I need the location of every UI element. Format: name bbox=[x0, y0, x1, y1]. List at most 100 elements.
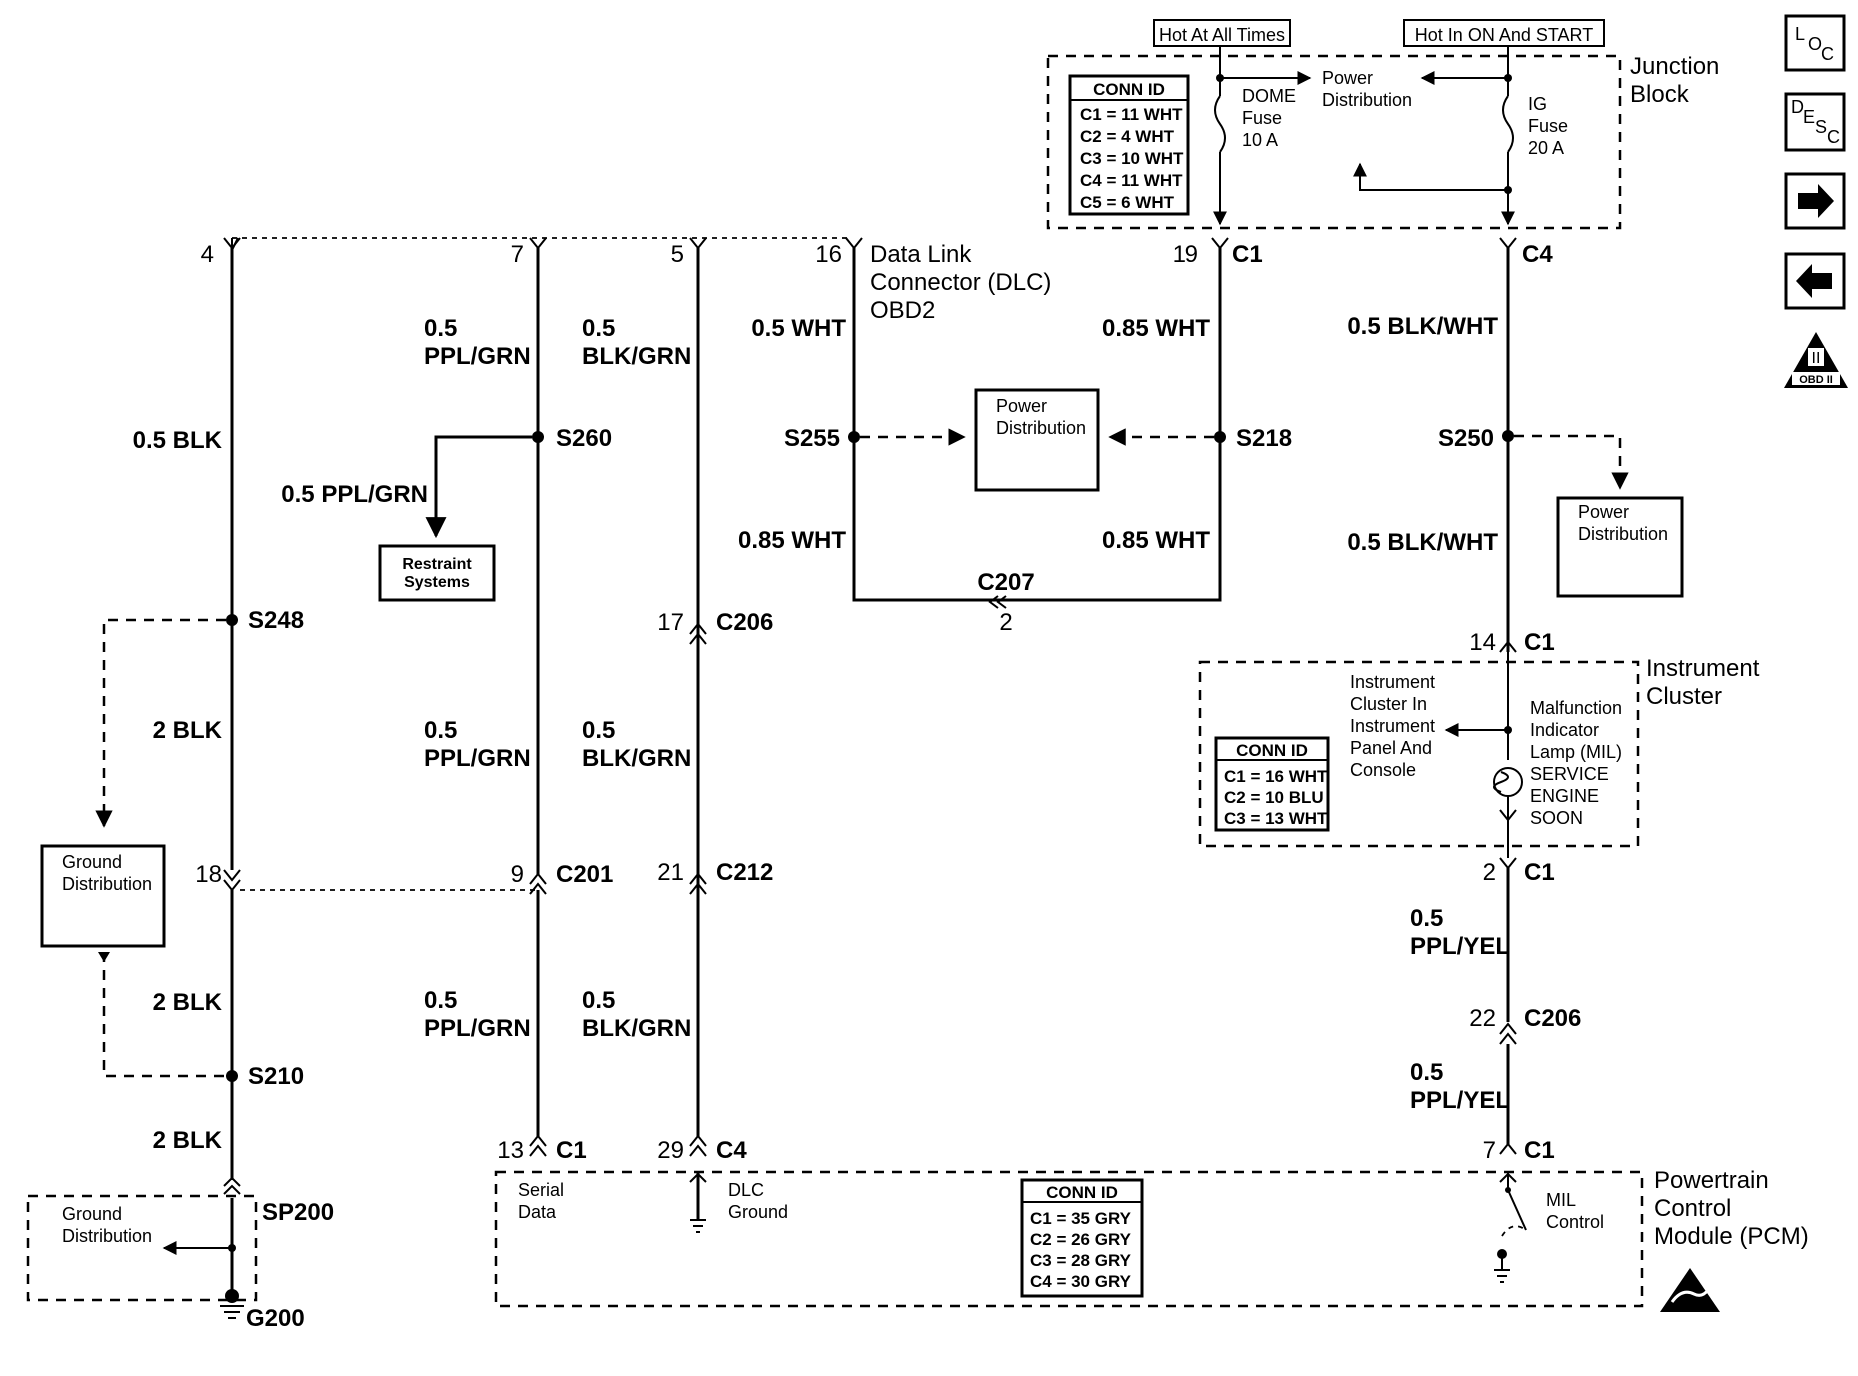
svg-text:Hot At All Times: Hot At All Times bbox=[1159, 25, 1285, 45]
svg-text:SERVICE: SERVICE bbox=[1530, 764, 1609, 784]
svg-text:S248: S248 bbox=[248, 607, 304, 634]
svg-text:Malfunction: Malfunction bbox=[1530, 698, 1622, 718]
svg-text:Systems: Systems bbox=[404, 574, 470, 591]
svg-text:Ground: Ground bbox=[62, 852, 122, 872]
svg-text:1: 1 bbox=[1173, 241, 1186, 268]
obd-ii-icon[interactable]: II OBD II bbox=[1784, 332, 1848, 388]
svg-text:Data Link: Data Link bbox=[870, 241, 972, 268]
svg-text:0.5 BLK: 0.5 BLK bbox=[133, 427, 223, 454]
ground-distribution-box: Ground Distribution bbox=[40, 844, 166, 948]
svg-text:Panel And: Panel And bbox=[1350, 738, 1432, 758]
svg-text:2: 2 bbox=[999, 609, 1012, 636]
svg-text:C1: C1 bbox=[1232, 241, 1263, 268]
desc-icon[interactable]: D E S C bbox=[1784, 92, 1846, 152]
svg-text:0.85 WHT: 0.85 WHT bbox=[738, 527, 846, 554]
svg-text:PPL/GRN: PPL/GRN bbox=[424, 1015, 531, 1042]
svg-text:C4 = 30 GRY: C4 = 30 GRY bbox=[1030, 1272, 1132, 1291]
svg-text:7: 7 bbox=[511, 241, 524, 268]
svg-text:C206: C206 bbox=[1524, 1005, 1581, 1032]
svg-text:0.5: 0.5 bbox=[1410, 1059, 1443, 1086]
svg-text:PPL/YEL: PPL/YEL bbox=[1410, 933, 1510, 960]
svg-text:Block: Block bbox=[1630, 81, 1690, 108]
svg-text:Cluster In: Cluster In bbox=[1350, 694, 1427, 714]
svg-text:ENGINE: ENGINE bbox=[1530, 786, 1599, 806]
svg-text:22: 22 bbox=[1469, 1005, 1496, 1032]
ground-distribution-sp200: Ground Distribution bbox=[26, 1194, 258, 1302]
svg-text:G200: G200 bbox=[246, 1305, 305, 1332]
junction-block-conn-id-table: CONN ID C1 = 11 WHT C2 = 4 WHT C3 = 10 W… bbox=[1068, 74, 1190, 216]
instrument-cluster: Instrument Cluster Instrument Cluster In… bbox=[1198, 655, 1760, 848]
svg-text:Instrument: Instrument bbox=[1646, 655, 1760, 682]
svg-text:9: 9 bbox=[1185, 241, 1198, 268]
svg-text:16: 16 bbox=[815, 241, 842, 268]
svg-text:0.85 WHT: 0.85 WHT bbox=[1102, 315, 1210, 342]
svg-text:PPL/GRN: PPL/GRN bbox=[424, 343, 531, 370]
svg-text:4: 4 bbox=[201, 241, 214, 268]
svg-text:Powertrain: Powertrain bbox=[1654, 1167, 1769, 1194]
svg-text:C1: C1 bbox=[1524, 629, 1555, 656]
svg-text:0.5 PPL/GRN: 0.5 PPL/GRN bbox=[281, 481, 428, 508]
svg-text:IG: IG bbox=[1528, 94, 1547, 114]
svg-text:C3 = 28 GRY: C3 = 28 GRY bbox=[1030, 1251, 1132, 1270]
svg-text:C: C bbox=[1827, 127, 1840, 147]
power-distribution-box-right: Power Distribution bbox=[1556, 496, 1684, 598]
svg-text:O: O bbox=[1808, 34, 1822, 54]
svg-text:Ground: Ground bbox=[728, 1202, 788, 1222]
svg-text:OBD2: OBD2 bbox=[870, 297, 935, 324]
svg-text:Distribution: Distribution bbox=[996, 418, 1086, 438]
hot-in-on-start-label: Hot In ON And START bbox=[1403, 19, 1605, 47]
svg-text:MIL: MIL bbox=[1546, 1190, 1576, 1210]
powertrain-control-module: Powertrain Control Module (PCM) Serial D… bbox=[494, 1167, 1809, 1312]
svg-text:CONN ID: CONN ID bbox=[1093, 80, 1165, 99]
loc-icon[interactable]: L O C bbox=[1784, 14, 1846, 72]
svg-text:Junction: Junction bbox=[1630, 53, 1719, 80]
svg-text:D: D bbox=[1791, 97, 1804, 117]
svg-text:Power: Power bbox=[1322, 68, 1373, 88]
svg-text:C1: C1 bbox=[1524, 1137, 1555, 1164]
next-arrow-icon[interactable] bbox=[1784, 172, 1846, 230]
svg-text:Instrument: Instrument bbox=[1350, 716, 1435, 736]
svg-text:C201: C201 bbox=[556, 861, 613, 888]
svg-text:C4 = 11 WHT: C4 = 11 WHT bbox=[1080, 171, 1183, 190]
svg-text:0.5: 0.5 bbox=[582, 987, 615, 1014]
esd-sensitive-icon bbox=[1660, 1268, 1720, 1312]
svg-text:C1 = 35 GRY: C1 = 35 GRY bbox=[1030, 1209, 1132, 1228]
svg-text:2 BLK: 2 BLK bbox=[153, 717, 223, 744]
svg-text:29: 29 bbox=[657, 1137, 684, 1164]
svg-text:C5 = 6 WHT: C5 = 6 WHT bbox=[1080, 193, 1175, 212]
svg-text:0.5: 0.5 bbox=[424, 987, 457, 1014]
instrument-cluster-conn-id-table: CONN ID C1 = 16 WHT C2 = 10 BLU C3 = 13 … bbox=[1214, 736, 1330, 832]
svg-text:S250: S250 bbox=[1438, 425, 1494, 452]
svg-text:2 BLK: 2 BLK bbox=[153, 989, 223, 1016]
svg-text:13: 13 bbox=[497, 1137, 524, 1164]
svg-text:18: 18 bbox=[195, 861, 222, 888]
svg-text:SP200: SP200 bbox=[262, 1199, 334, 1226]
svg-text:Module (PCM): Module (PCM) bbox=[1654, 1223, 1809, 1250]
svg-text:2: 2 bbox=[1483, 859, 1496, 886]
svg-text:C1: C1 bbox=[556, 1137, 587, 1164]
svg-text:SOON: SOON bbox=[1530, 808, 1583, 828]
svg-text:0.5: 0.5 bbox=[424, 717, 457, 744]
svg-text:C1 = 11 WHT: C1 = 11 WHT bbox=[1080, 105, 1183, 124]
svg-text:C3 = 10 WHT: C3 = 10 WHT bbox=[1080, 149, 1184, 168]
serial-data-wire: 0.5 PPL/GRN S260 0.5 PPL/GRN 0.5 PPL/GRN… bbox=[281, 248, 613, 1164]
pcm-conn-id-table: CONN ID C1 = 35 GRY C2 = 26 GRY C3 = 28 … bbox=[1020, 1178, 1144, 1298]
svg-text:0.5: 0.5 bbox=[424, 315, 457, 342]
svg-text:C2 = 10 BLU: C2 = 10 BLU bbox=[1224, 788, 1324, 807]
svg-text:7: 7 bbox=[1483, 1137, 1496, 1164]
svg-text:20 A: 20 A bbox=[1528, 138, 1564, 158]
svg-text:9: 9 bbox=[511, 861, 524, 888]
svg-text:Ground: Ground bbox=[62, 1204, 122, 1224]
back-arrow-icon[interactable] bbox=[1784, 252, 1846, 310]
svg-text:C: C bbox=[1821, 44, 1834, 64]
mil-control-switch-icon bbox=[1507, 1189, 1527, 1231]
svg-text:CONN ID: CONN ID bbox=[1046, 1183, 1118, 1202]
svg-text:S260: S260 bbox=[556, 425, 612, 452]
svg-text:C1: C1 bbox=[1524, 859, 1555, 886]
svg-text:BLK/GRN: BLK/GRN bbox=[582, 745, 691, 772]
svg-text:S218: S218 bbox=[1236, 425, 1292, 452]
svg-text:II: II bbox=[1812, 350, 1821, 367]
dome-fuse-icon bbox=[1214, 95, 1226, 153]
svg-text:CONN ID: CONN ID bbox=[1236, 741, 1308, 760]
svg-text:OBD II: OBD II bbox=[1799, 374, 1833, 386]
